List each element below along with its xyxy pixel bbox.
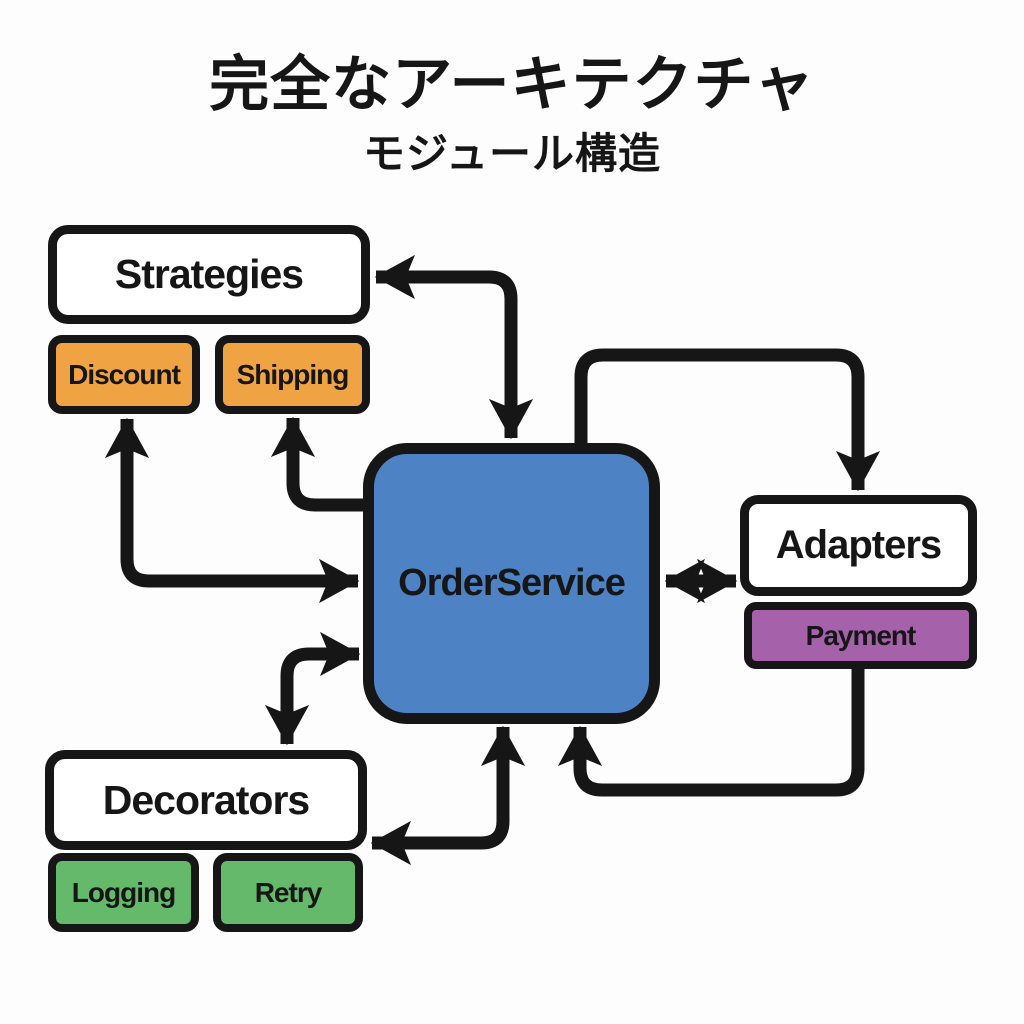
edge-orderservice-decorators-bottom	[370, 725, 526, 866]
node-adapters-label: Adapters	[775, 523, 942, 567]
node-adapters: Adapters	[740, 495, 977, 596]
node-discount-label: Discount	[68, 358, 181, 390]
node-order-service-label: OrderService	[398, 562, 626, 604]
node-order-service: OrderService	[363, 443, 660, 724]
edge-orderservice-decorators-left	[264, 631, 361, 746]
node-strategies-label: Strategies	[114, 251, 304, 297]
edge-orderservice-shipping	[270, 416, 370, 512]
edge-orderservice-discount	[104, 417, 360, 604]
node-retry-label: Retry	[254, 876, 323, 908]
node-decorators-label: Decorators	[102, 776, 310, 823]
node-shipping: Shipping	[215, 335, 370, 414]
node-discount: Discount	[48, 335, 200, 414]
node-strategies: Strategies	[48, 225, 370, 324]
node-shipping-label: Shipping	[236, 358, 350, 390]
node-logging: Logging	[48, 853, 199, 932]
node-payment: Payment	[744, 602, 977, 669]
node-payment-label: Payment	[805, 619, 917, 651]
node-logging-label: Logging	[71, 876, 176, 908]
diagram-subtitle: モジュール構造	[362, 130, 662, 177]
node-decorators: Decorators	[45, 750, 367, 850]
edge-orderservice-strategies	[374, 254, 534, 440]
diagram-title: 完全なアーキテクチャ	[209, 51, 815, 118]
node-retry: Retry	[213, 853, 363, 932]
